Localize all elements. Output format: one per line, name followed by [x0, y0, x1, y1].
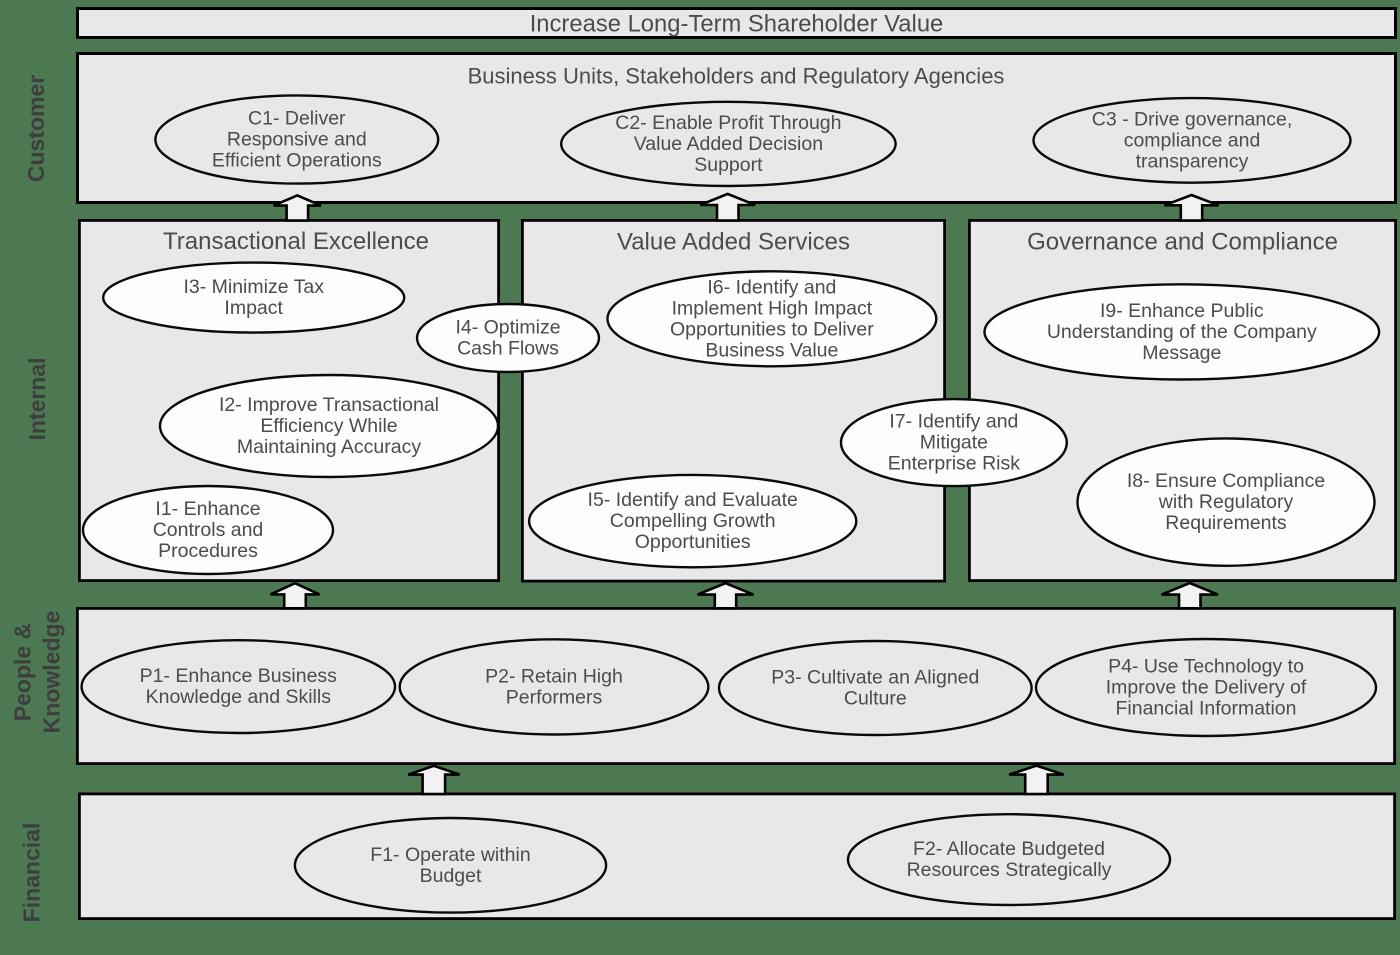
svg-text:C3 - Drive governance,: C3 - Drive governance,	[1092, 108, 1293, 130]
svg-text:Message: Message	[1142, 342, 1221, 364]
svg-text:Cash Flows: Cash Flows	[457, 338, 559, 360]
svg-text:Impact: Impact	[224, 297, 283, 319]
svg-text:Understanding of the Company: Understanding of the Company	[1047, 321, 1317, 343]
svg-text:I8- Ensure Compliance: I8- Ensure Compliance	[1127, 470, 1325, 492]
svg-text:Business Units, Stakeholders a: Business Units, Stakeholders and Regulat…	[468, 64, 1005, 89]
svg-text:Opportunities: Opportunities	[635, 531, 751, 553]
svg-text:I3- Minimize Tax: I3- Minimize Tax	[183, 276, 324, 298]
svg-text:Increase Long-Term Shareholder: Increase Long-Term Shareholder Value	[530, 11, 944, 38]
svg-text:transparency: transparency	[1136, 150, 1249, 172]
svg-text:C1- Deliver: C1- Deliver	[248, 108, 346, 130]
svg-text:Enterprise Risk: Enterprise Risk	[888, 453, 1020, 475]
svg-text:with Regulatory: with Regulatory	[1158, 491, 1294, 513]
svg-text:Value Added Decision: Value Added Decision	[634, 133, 823, 155]
svg-text:Efficiency While: Efficiency While	[260, 415, 397, 437]
svg-text:Opportunities to Deliver: Opportunities to Deliver	[670, 318, 874, 340]
svg-text:I5- Identify and Evaluate: I5- Identify and Evaluate	[588, 489, 798, 511]
svg-text:Customer: Customer	[23, 75, 49, 182]
svg-text:Transactional Excellence: Transactional Excellence	[163, 228, 429, 255]
svg-text:I6- Identify and: I6- Identify and	[707, 276, 836, 298]
svg-text:I4- Optimize: I4- Optimize	[455, 317, 560, 339]
svg-text:C2- Enable Profit Through: C2- Enable Profit Through	[615, 112, 841, 134]
svg-text:People &Knowledge: People &Knowledge	[10, 611, 65, 734]
svg-text:Mitigate: Mitigate	[920, 432, 988, 454]
svg-text:Performers: Performers	[506, 686, 603, 708]
svg-text:Requirements: Requirements	[1165, 512, 1287, 534]
svg-text:Business Value: Business Value	[705, 339, 838, 361]
svg-text:Maintaining Accuracy: Maintaining Accuracy	[237, 436, 422, 458]
svg-text:I9- Enhance Public: I9- Enhance Public	[1100, 300, 1264, 322]
svg-text:Financial Information: Financial Information	[1115, 698, 1296, 720]
svg-text:Procedures: Procedures	[158, 540, 258, 562]
svg-text:Improve the Delivery of: Improve the Delivery of	[1106, 677, 1307, 699]
svg-text:F2- Allocate Budgeted: F2- Allocate Budgeted	[913, 838, 1105, 860]
svg-text:Controls and: Controls and	[153, 519, 264, 541]
svg-text:Implement High Impact: Implement High Impact	[672, 297, 873, 319]
svg-text:Responsive and: Responsive and	[227, 129, 367, 151]
svg-text:Compelling Growth: Compelling Growth	[610, 510, 776, 532]
svg-text:P3- Cultivate an Aligned: P3- Cultivate an Aligned	[771, 667, 979, 689]
svg-text:F1- Operate within: F1- Operate within	[370, 844, 530, 866]
svg-text:Culture: Culture	[844, 688, 907, 710]
svg-text:P4- Use Technology to: P4- Use Technology to	[1108, 656, 1304, 678]
svg-text:I1- Enhance: I1- Enhance	[155, 498, 260, 520]
svg-text:Financial: Financial	[19, 823, 45, 923]
svg-text:I2- Improve Transactional: I2- Improve Transactional	[219, 394, 439, 416]
svg-text:Governance and Compliance: Governance and Compliance	[1027, 229, 1338, 256]
svg-text:Efficient Operations: Efficient Operations	[212, 150, 382, 172]
svg-text:Knowledge and Skills: Knowledge and Skills	[146, 686, 332, 708]
svg-text:P1- Enhance Business: P1- Enhance Business	[140, 665, 338, 687]
svg-text:P2- Retain High: P2- Retain High	[485, 665, 623, 687]
svg-text:Internal: Internal	[24, 357, 50, 440]
svg-text:Value Added Services: Value Added Services	[617, 229, 850, 256]
svg-text:Budget: Budget	[420, 865, 482, 887]
svg-text:compliance and: compliance and	[1124, 129, 1261, 151]
svg-text:Support: Support	[694, 154, 763, 176]
svg-text:I7- Identify and: I7- Identify and	[889, 411, 1018, 433]
svg-text:Resources Strategically: Resources Strategically	[907, 859, 1112, 881]
